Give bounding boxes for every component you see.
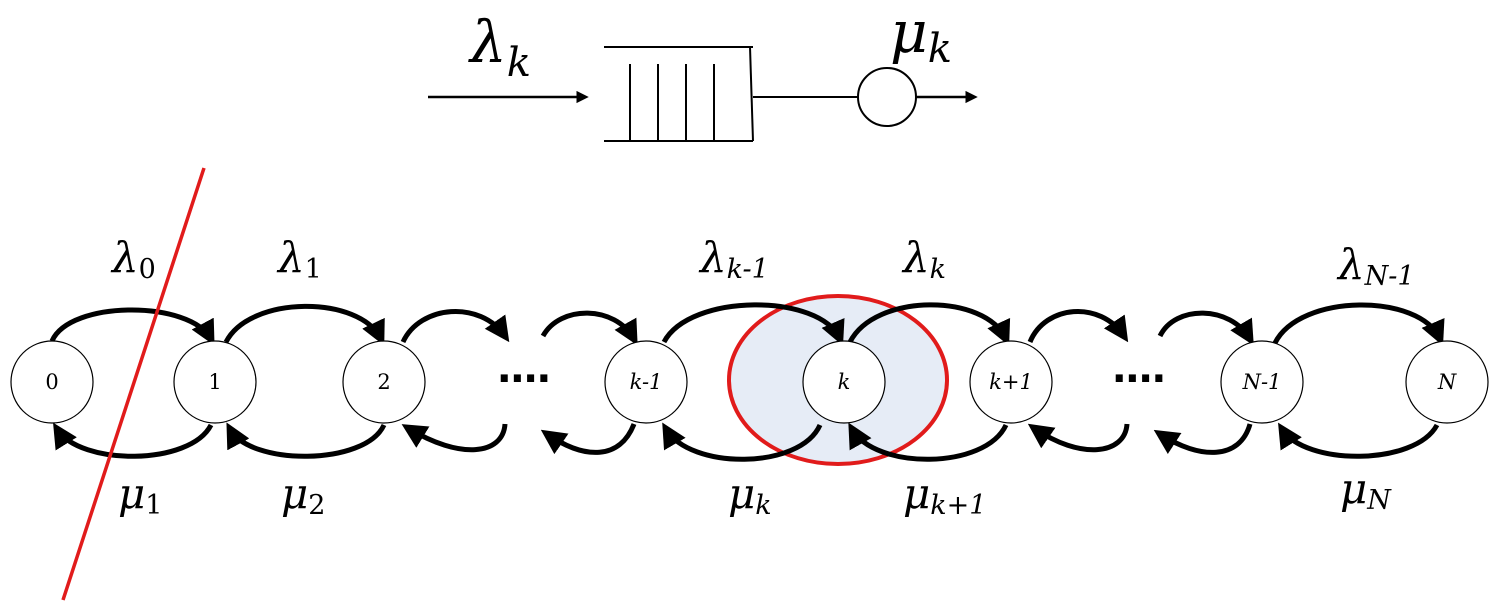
queue-buffer xyxy=(604,46,754,142)
state-node-k: k xyxy=(802,340,886,424)
arc-backward-k-plus-1-k xyxy=(848,422,1009,462)
queue-schematic: λk μk xyxy=(428,0,978,142)
svg-text:1: 1 xyxy=(208,370,221,394)
arc-forward-1-2 xyxy=(223,303,385,346)
transition-arcs xyxy=(49,302,1445,462)
ellipsis-left: ···· xyxy=(497,356,550,402)
arc-backward-2-1 xyxy=(226,422,387,459)
service-rate-labels: μ1 μ2 μk μk+1 μN xyxy=(118,464,1392,521)
arrival-rate-label: λk xyxy=(468,8,531,86)
svg-text:0: 0 xyxy=(45,370,58,394)
arc-forward-k-plus-1-partial xyxy=(1027,309,1129,344)
state-node-n-minus-1: N-1 xyxy=(1220,340,1304,424)
service-rate-label: μk xyxy=(890,0,952,72)
rate-label-mu-n: μN xyxy=(1340,464,1392,516)
svg-text:k+1: k+1 xyxy=(989,370,1033,394)
svg-text:N: N xyxy=(1437,370,1457,394)
arc-backward-partial-2 xyxy=(401,423,508,453)
rate-label-lambda-0: λ0 xyxy=(110,233,156,285)
svg-text:k: k xyxy=(838,370,851,394)
arc-forward-n-minus-1-n xyxy=(1272,302,1445,346)
state-node-n: N xyxy=(1405,340,1489,424)
rate-label-mu-1: μ1 xyxy=(118,469,162,521)
rate-label-lambda-n-minus-1: λN-1 xyxy=(1336,240,1415,292)
arc-backward-k-minus-1-partial xyxy=(540,423,637,455)
server-circle xyxy=(857,67,917,127)
state-nodes: 0 1 2 k-1 k k+1 N-1 N xyxy=(10,340,1489,424)
arc-forward-2-partial xyxy=(400,308,510,344)
arc-backward-partial-k-plus-1 xyxy=(1027,423,1130,453)
arc-forward-partial-n-minus-1 xyxy=(1157,310,1254,346)
state-node-0: 0 xyxy=(10,340,94,424)
cut-line xyxy=(61,167,206,601)
arc-backward-n-minus-1-partial xyxy=(1153,423,1253,455)
rate-label-lambda-1: λ1 xyxy=(276,233,322,285)
arrival-rate-labels: λ0 λ1 λk-1 λk λN-1 xyxy=(110,233,1415,292)
rate-label-lambda-k: λk xyxy=(901,233,946,285)
arc-forward-0-1 xyxy=(49,307,215,346)
rate-label-lambda-k-minus-1: λk-1 xyxy=(698,233,769,285)
svg-text:2: 2 xyxy=(377,370,390,394)
arc-backward-n-n-minus-1 xyxy=(1278,422,1440,459)
ellipsis-right: ···· xyxy=(1112,356,1165,402)
rate-label-mu-k: μk xyxy=(728,469,772,521)
state-node-k-minus-1: k-1 xyxy=(604,340,688,424)
arc-forward-k-k-plus-1 xyxy=(847,302,1011,346)
state-node-k-plus-1: k+1 xyxy=(969,340,1053,424)
rate-label-mu-2: μ2 xyxy=(281,469,325,521)
state-node-1: 1 xyxy=(173,340,257,424)
arc-forward-k-minus-1-k xyxy=(661,302,845,346)
svg-text:k-1: k-1 xyxy=(630,370,663,394)
arc-backward-k-k-minus-1 xyxy=(662,422,823,462)
arc-backward-1-0 xyxy=(53,422,214,459)
svg-text:N-1: N-1 xyxy=(1242,370,1282,394)
state-node-2: 2 xyxy=(342,340,426,424)
rate-label-mu-k-plus-1: μk+1 xyxy=(903,469,986,521)
arc-forward-partial-k-minus-1 xyxy=(540,310,638,346)
